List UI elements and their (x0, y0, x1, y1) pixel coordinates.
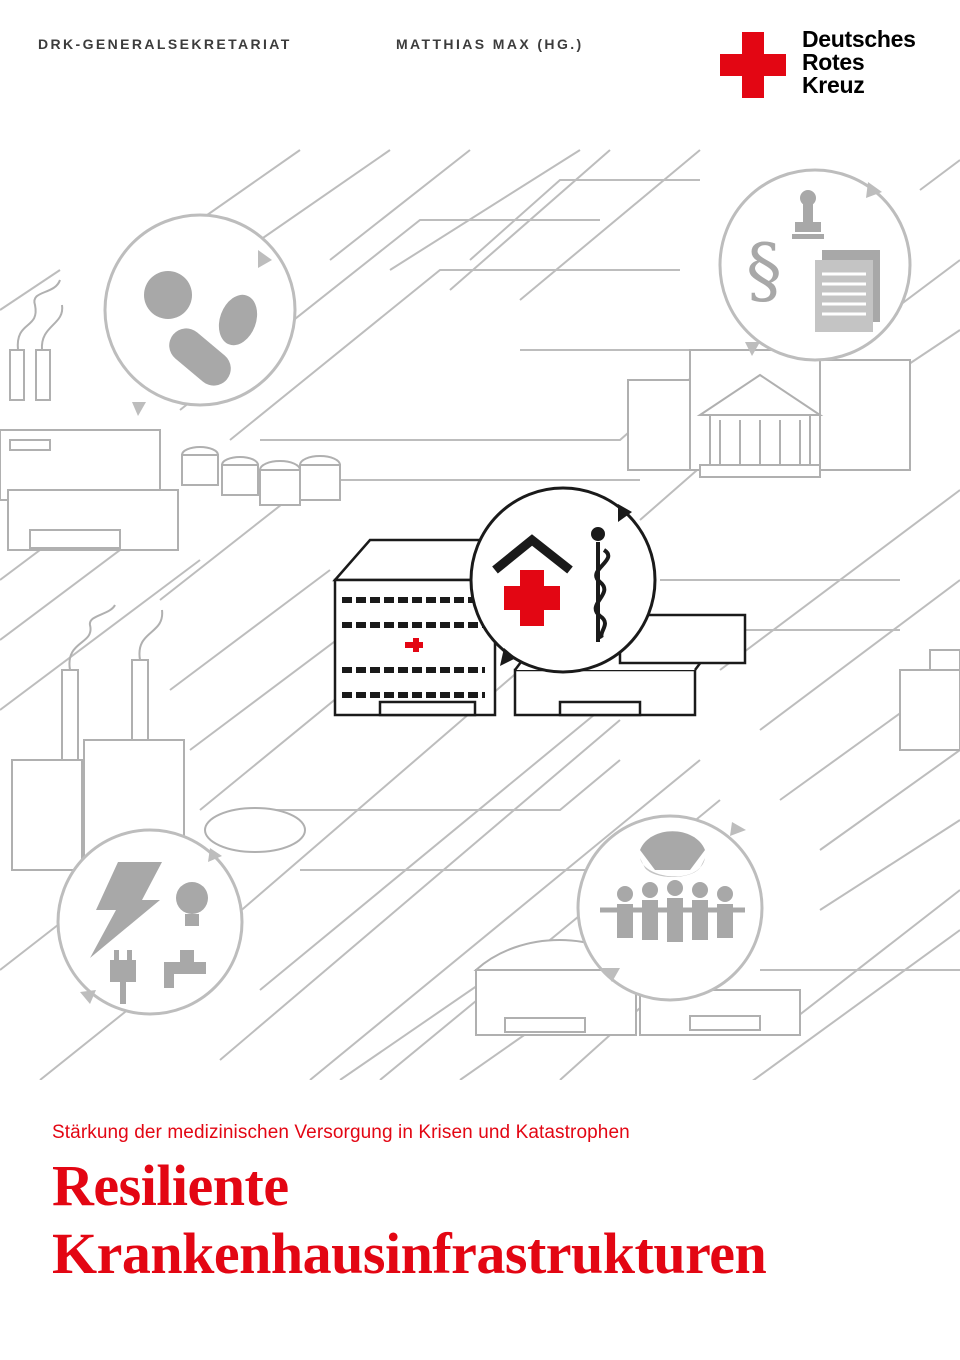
red-cross-icon (720, 32, 786, 98)
logo-line-2: Rotes (802, 49, 865, 75)
cover-title-line-1: Resiliente (52, 1153, 289, 1218)
government-building (627, 349, 911, 478)
lightbulb-icon (176, 882, 208, 926)
cover-illustration: § (0, 149, 960, 1080)
handshake-icon (640, 831, 705, 877)
medical-cross-icon (504, 570, 560, 626)
cover-header: DRK-GENERALSEKRETARIAT MATTHIAS MAX (HG.… (0, 0, 960, 110)
plug-icon (110, 950, 136, 1004)
cover-title: Resiliente Krankenhausinfrastrukturen (52, 1152, 767, 1288)
medicine-circle (103, 213, 297, 416)
roof-icon (492, 534, 573, 574)
lightning-icon (90, 862, 162, 958)
editor-label: MATTHIAS MAX (HG.) (396, 36, 584, 52)
drk-logo: Deutsches Rotes Kreuz (720, 28, 940, 100)
hospital-red-cross-icon (405, 638, 423, 652)
cover-title-line-2: Krankenhausinfrastrukturen (52, 1221, 767, 1286)
logo-wordmark: Deutsches Rotes Kreuz (802, 28, 916, 97)
pill-icon (144, 271, 258, 386)
cover-subtitle: Stärkung der medizinischen Versorgung in… (52, 1122, 630, 1143)
energy-circle (56, 828, 244, 1016)
stamp-icon (792, 190, 824, 239)
logo-line-1: Deutsches (802, 26, 916, 52)
healthcare-circle (469, 486, 657, 674)
document-icon (815, 250, 880, 332)
paragraph-icon: § (746, 228, 782, 312)
asclepius-icon (591, 527, 611, 642)
community-circle (576, 814, 764, 1002)
legal-circle: § (718, 168, 912, 362)
publisher-label: DRK-GENERALSEKRETARIAT (38, 36, 292, 52)
people-icon (600, 880, 745, 942)
residential-buildings (473, 939, 801, 1036)
logo-line-3: Kreuz (802, 72, 865, 98)
water-tap-icon (164, 950, 206, 988)
